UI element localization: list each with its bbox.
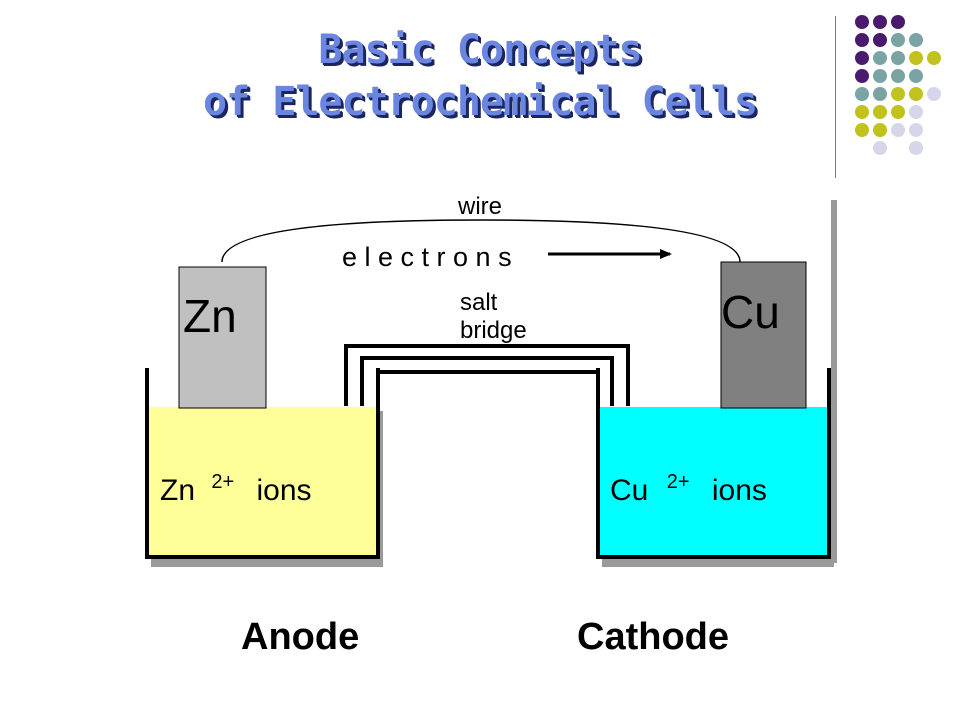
dot xyxy=(909,87,923,101)
dot xyxy=(855,123,869,137)
bridge-label: bridge xyxy=(460,317,527,344)
dot xyxy=(855,87,869,101)
dot xyxy=(891,15,905,29)
copper-ion-charge: 2+ xyxy=(667,471,690,493)
decorative-divider xyxy=(835,16,836,178)
dot xyxy=(873,105,887,119)
wire-label: wire xyxy=(457,193,502,220)
dot xyxy=(909,141,923,155)
dot xyxy=(855,69,869,83)
copper-ions-label: Cu 2+ ions xyxy=(610,462,767,507)
salt-bridge-tube xyxy=(344,344,630,406)
dot xyxy=(873,51,887,65)
dot xyxy=(873,15,887,29)
dot xyxy=(909,69,923,83)
zinc-electrode-label: Zn xyxy=(183,290,237,342)
dot xyxy=(927,51,941,65)
dot xyxy=(873,69,887,83)
slide-title: Basic Concepts of Electrochemical Cells xyxy=(180,24,780,128)
cathode-beaker xyxy=(596,368,834,567)
anode-beaker xyxy=(145,368,383,567)
dot xyxy=(873,33,887,47)
cathode-caption: Cathode xyxy=(577,616,729,658)
wire-arc xyxy=(221,219,741,263)
dot xyxy=(891,51,905,65)
copper-electrode-label: Cu xyxy=(721,286,780,338)
electrons-label: e l e c t r o n s xyxy=(342,242,512,272)
dot xyxy=(855,51,869,65)
copper-ions-word: ions xyxy=(712,474,767,507)
dot xyxy=(855,105,869,119)
zinc-ion-charge: 2+ xyxy=(211,471,234,493)
dot xyxy=(891,69,905,83)
salt-label: salt xyxy=(460,289,498,316)
title-line-2: of Electrochemical Cells xyxy=(203,79,758,125)
dot xyxy=(855,33,869,47)
dot xyxy=(891,33,905,47)
right-shadow-bar xyxy=(831,200,837,563)
dot xyxy=(909,123,923,137)
copper-electrode xyxy=(720,261,807,409)
dot xyxy=(873,87,887,101)
zinc-electrode xyxy=(178,266,267,409)
dot xyxy=(891,87,905,101)
zinc-ion-symbol: Zn xyxy=(160,474,195,507)
dot xyxy=(927,87,941,101)
dot xyxy=(891,105,905,119)
title-line-1: Basic Concepts xyxy=(318,27,642,73)
zinc-ions-word: ions xyxy=(257,474,312,507)
dot xyxy=(909,51,923,65)
dot xyxy=(891,123,905,137)
anode-solution xyxy=(147,407,378,557)
dot xyxy=(909,33,923,47)
anode-caption: Anode xyxy=(241,616,360,658)
dot xyxy=(909,105,923,119)
dot xyxy=(855,15,869,29)
cathode-solution xyxy=(598,407,829,557)
dot xyxy=(873,141,887,155)
zinc-ions-label: Zn 2+ ions xyxy=(160,462,312,507)
decorative-dot-grid xyxy=(855,15,941,155)
dot xyxy=(873,123,887,137)
copper-ion-symbol: Cu xyxy=(610,474,648,507)
